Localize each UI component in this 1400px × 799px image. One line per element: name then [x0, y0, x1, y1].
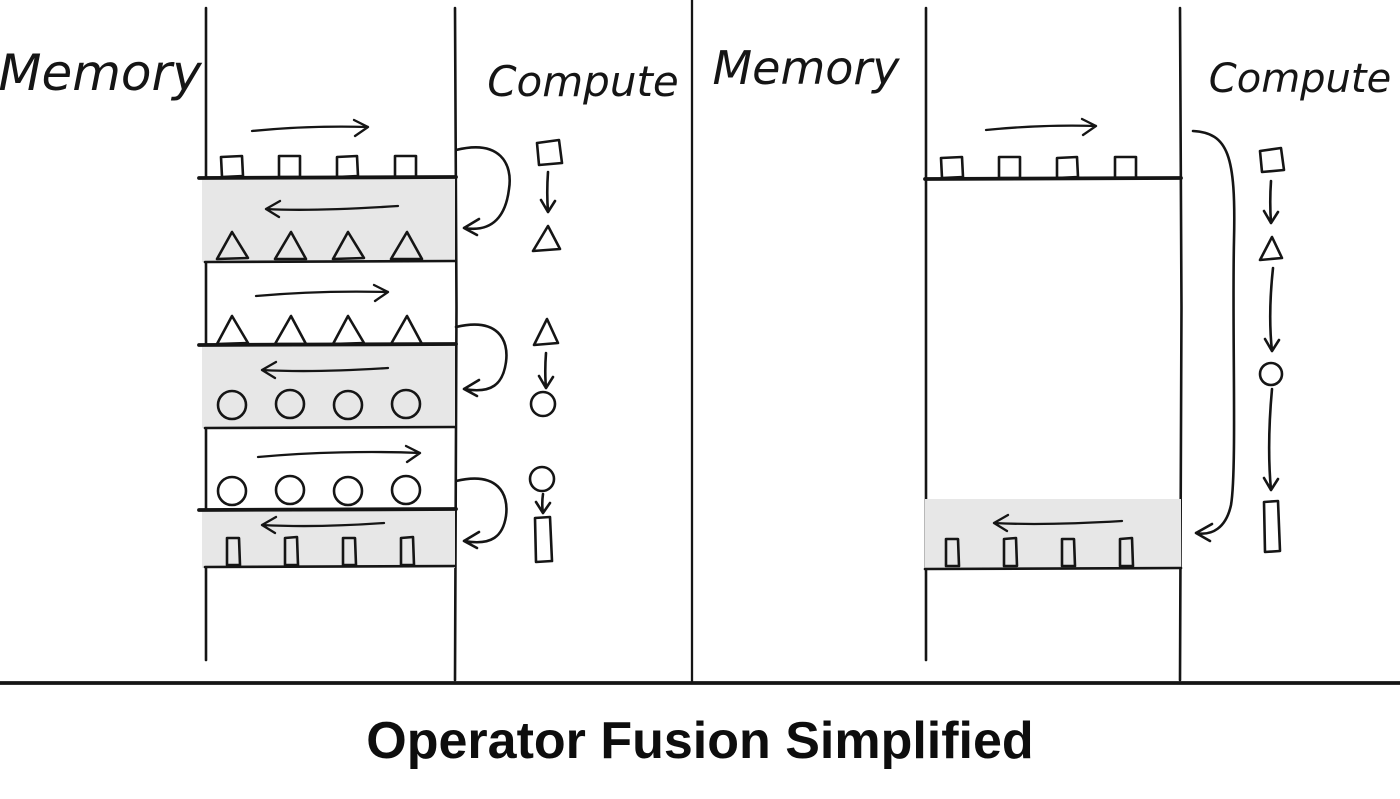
memory-roundtrip-arrow [454, 146, 511, 237]
triangle-icon [1258, 235, 1284, 262]
band-top-edge-line [197, 507, 458, 512]
square-icon [535, 138, 564, 167]
circle-icon [390, 388, 422, 420]
triangle-icon [331, 314, 366, 346]
store-arrow-left [992, 513, 1124, 533]
memory-roundtrip-arrow [454, 323, 508, 398]
compute-op-2 [529, 317, 560, 418]
input-triangles-row [215, 314, 424, 346]
memory-label: Memory [712, 41, 900, 95]
square-icon [939, 155, 965, 180]
triangle-icon [389, 314, 424, 346]
square-icon [1258, 146, 1286, 174]
load-arrow-right [256, 444, 422, 464]
bar-icon [1002, 536, 1019, 568]
bar-icon [944, 537, 961, 568]
bar-icon [1118, 536, 1135, 568]
square-icon [277, 154, 302, 179]
transform-arrow-down [537, 351, 555, 390]
transform-arrow-down [1262, 179, 1280, 225]
compute-label: Compute [1209, 56, 1391, 102]
band-top-edge-line [197, 175, 458, 180]
bar-icon [1262, 499, 1282, 554]
stage-3 [197, 444, 556, 569]
circle-icon [529, 390, 557, 418]
compute-op-1 [531, 138, 564, 253]
triangle-icon [215, 314, 250, 346]
bar-icon [1060, 537, 1077, 568]
input-circles-row [216, 474, 422, 507]
band-top-edge-line [197, 342, 458, 347]
output-circles-row [216, 388, 422, 421]
fused-compute-chain [1258, 146, 1286, 554]
bar-icon [341, 536, 358, 567]
memory-band [925, 499, 1181, 569]
fused-roundtrip-arrow [1191, 129, 1236, 543]
square-icon [393, 154, 418, 179]
circle-icon [216, 389, 248, 421]
store-arrow-left [264, 199, 400, 219]
input-squares-row [939, 155, 1138, 180]
square-icon [1055, 155, 1080, 180]
circle-icon [274, 388, 306, 420]
transform-arrow-down [1262, 387, 1280, 492]
band-bottom-edge-line [203, 564, 457, 569]
circle-icon [216, 475, 248, 507]
diagram-title: Operator Fusion Simplified [366, 712, 1033, 770]
circle-icon [332, 389, 364, 421]
triangle-icon [532, 317, 560, 347]
bar-icon [533, 515, 554, 564]
store-arrow-left [260, 360, 390, 380]
band-top-edge-line [923, 176, 1183, 181]
load-arrow-right [254, 283, 390, 303]
triangle-icon [273, 314, 308, 346]
circle-icon [390, 474, 422, 506]
memory-band [202, 178, 455, 262]
square-icon [1113, 155, 1138, 180]
transform-arrow-down [1263, 266, 1281, 353]
square-icon [335, 154, 360, 179]
left-panel: Memory Compute [0, 6, 679, 682]
output-bars-row [944, 536, 1135, 568]
load-arrow-right [984, 117, 1098, 137]
circle-icon [528, 465, 556, 493]
band-bottom-edge-line [923, 566, 1183, 571]
circle-icon [332, 475, 364, 507]
load-arrow-right [250, 118, 370, 138]
memory-wall-right-line [1178, 6, 1183, 682]
triangle-icon [389, 230, 424, 261]
transform-arrow-down [539, 170, 557, 214]
output-triangles-row [215, 230, 424, 261]
compute-op-3 [528, 465, 556, 564]
memory-label: Memory [0, 44, 203, 102]
triangle-icon [273, 230, 308, 261]
input-squares-row [219, 154, 418, 179]
square-icon [997, 155, 1022, 180]
bar-icon [225, 536, 242, 567]
circle-icon [1258, 361, 1284, 387]
triangle-icon [331, 230, 366, 261]
store-arrow-left [260, 515, 386, 535]
stage-2 [197, 283, 560, 430]
compute-label: Compute [487, 57, 679, 106]
triangle-icon [531, 224, 562, 253]
right-panel: Memory Compute [712, 6, 1391, 682]
circle-icon [274, 474, 306, 506]
triangle-icon [215, 230, 250, 261]
bar-icon [283, 535, 300, 567]
stage-1 [197, 118, 564, 264]
memory-roundtrip-arrow [454, 477, 508, 550]
square-icon [219, 154, 245, 179]
transform-arrow-down [534, 492, 552, 515]
band-bottom-edge-line [203, 259, 457, 264]
band-bottom-edge-line [203, 425, 457, 430]
